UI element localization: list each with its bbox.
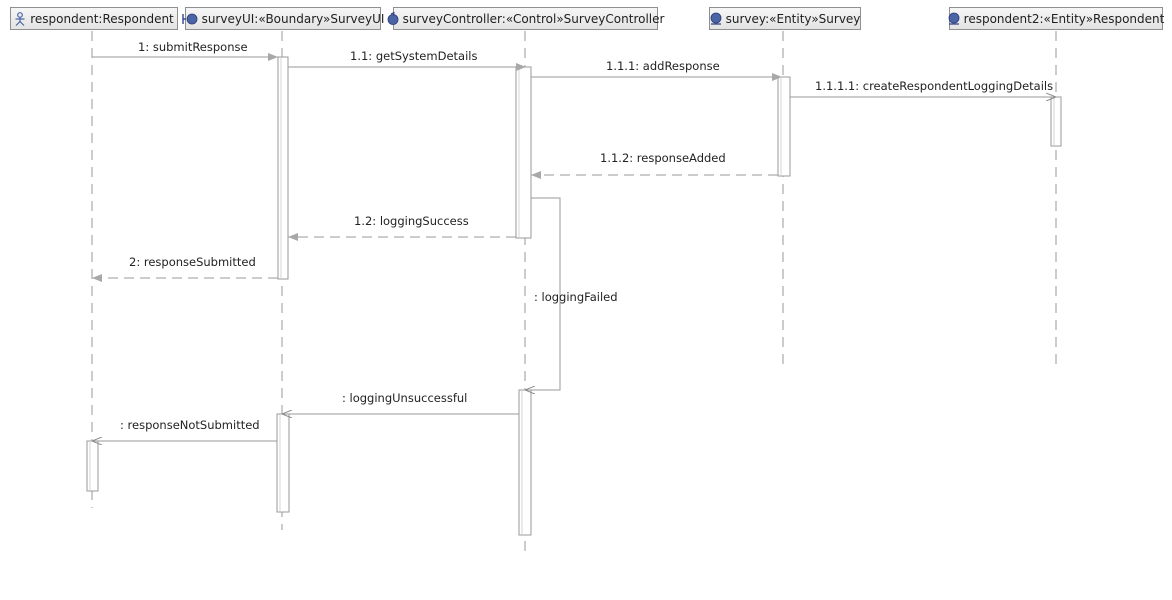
message-label-response-added: 1.1.2: responseAdded	[600, 151, 726, 165]
activation-bar	[1050, 96, 1062, 147]
message-label-response-submitted: 2: responseSubmitted	[129, 255, 256, 269]
message-label-response-not-submitted: : responseNotSubmitted	[120, 418, 260, 432]
message-label-add-response: 1.1.1: addResponse	[606, 59, 720, 73]
lifeline-head-survey-ui[interactable]: surveyUI:«Boundary»SurveyUI	[181, 7, 384, 30]
entity-icon	[710, 12, 722, 25]
message-label-logging-success: 1.2: loggingSuccess	[354, 214, 469, 228]
message-label-create-logging-details: 1.1.1.1: createRespondentLoggingDetails	[815, 79, 1054, 93]
entity-icon	[948, 12, 960, 25]
activation-bar	[277, 56, 289, 280]
lifeline-label: survey:«Entity»Survey	[725, 11, 861, 26]
lifeline-head-survey-controller[interactable]: surveyController:«Control»SurveyControll…	[387, 7, 664, 30]
lifeline-label: respondent2:«Entity»Respondent	[963, 11, 1165, 26]
activation-bar	[777, 76, 791, 177]
activation-bar	[276, 413, 290, 513]
message-label-get-system-details: 1.1: getSystemDetails	[350, 49, 478, 63]
control-icon	[387, 12, 398, 25]
message-logging-failed	[525, 197, 561, 390]
boundary-icon	[181, 13, 197, 24]
activation-bar	[86, 440, 99, 492]
lifeline-label: respondent:Respondent	[30, 11, 174, 26]
lifeline-head-survey[interactable]: survey:«Entity»Survey	[709, 7, 861, 30]
activation-bar	[518, 389, 532, 536]
lifeline-label: surveyUI:«Boundary»SurveyUI	[201, 11, 385, 26]
lifeline-head-respondent[interactable]: respondent:Respondent	[10, 7, 178, 30]
lifeline-head-respondent2[interactable]: respondent2:«Entity»Respondent	[948, 7, 1165, 30]
activation-bar	[515, 66, 532, 239]
lifeline-label: surveyController:«Control»SurveyControll…	[402, 11, 665, 26]
message-label-submit-response: 1: submitResponse	[138, 40, 248, 54]
actor-icon	[15, 11, 25, 26]
message-label-logging-unsuccessful: : loggingUnsuccessful	[342, 391, 468, 405]
message-label-logging-failed: : loggingFailed	[534, 290, 618, 304]
